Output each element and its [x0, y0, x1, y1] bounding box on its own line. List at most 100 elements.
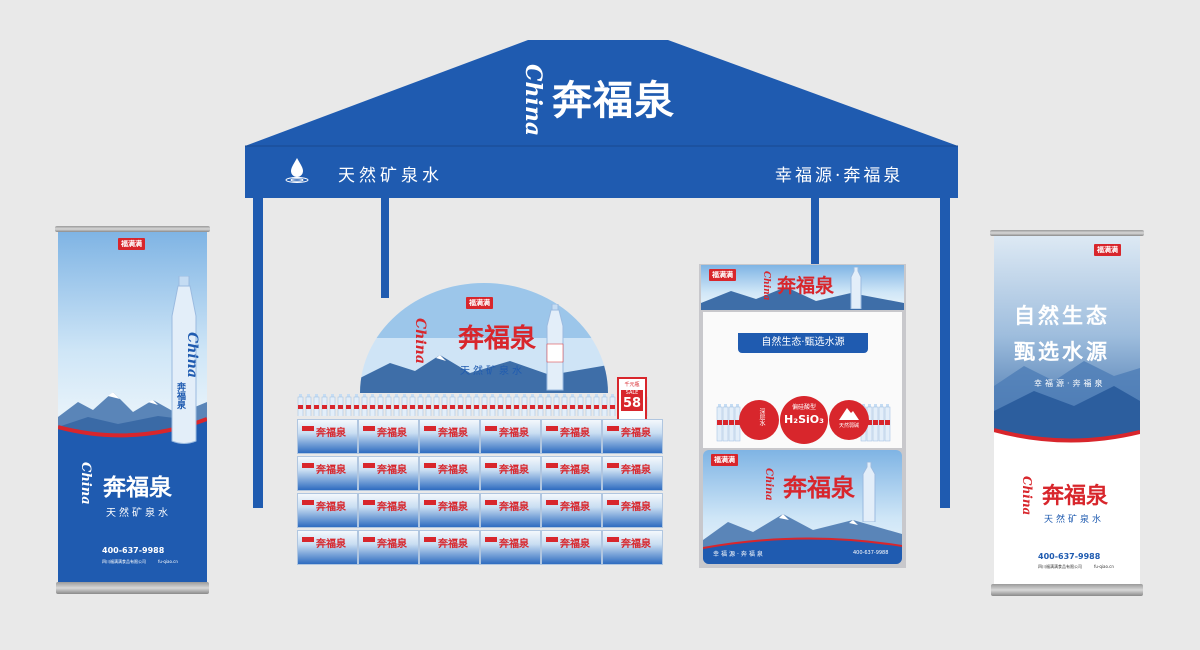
arch-latin: China — [412, 318, 428, 364]
case-brand: 奔福泉 — [499, 428, 529, 439]
case-brand: 奔福泉 — [560, 502, 590, 513]
sale-sign: 千元瓶 SALE 58 — [617, 377, 647, 423]
small-bottle — [537, 394, 544, 416]
small-bottle — [385, 394, 392, 416]
counter-front-panel: 福满满 China 奔福泉 幸福源·奔福泉 400-637-9988 — [703, 450, 902, 564]
water-case: 奔福泉 — [358, 419, 419, 454]
circle-2-formula: H₂SiO₃ — [784, 413, 824, 426]
small-bottle — [728, 404, 735, 442]
right-banner-website: fu-qiao.cn — [1094, 564, 1114, 569]
small-bottle — [361, 394, 368, 416]
small-bottle — [577, 394, 584, 416]
small-bottle — [393, 394, 400, 416]
left-banner-website: fu-qiao.cn — [158, 559, 178, 564]
small-bottle — [489, 394, 496, 416]
water-case: 奔福泉 — [480, 456, 541, 491]
counter-circle-2: 偏硅酸型 H₂SiO₃ — [780, 396, 828, 444]
small-bottle — [513, 394, 520, 416]
left-banner-latin: China — [78, 462, 93, 505]
right-banner-headline-1: 自然生态 — [1014, 304, 1110, 328]
small-bottle — [529, 394, 536, 416]
case-brand: 奔福泉 — [560, 465, 590, 476]
water-case: 奔福泉 — [419, 419, 480, 454]
small-bottle — [433, 394, 440, 416]
small-bottle — [297, 394, 304, 416]
case-brand: 奔福泉 — [621, 465, 651, 476]
right-banner-wave — [994, 428, 1140, 456]
small-bottle — [457, 394, 464, 416]
sale-label: SALE — [621, 390, 643, 396]
case-brand: 奔福泉 — [438, 502, 468, 513]
water-case: 奔福泉 — [602, 456, 663, 491]
water-case: 奔福泉 — [419, 456, 480, 491]
small-bottle — [872, 404, 879, 442]
water-case: 奔福泉 — [297, 419, 358, 454]
case-brand: 奔福泉 — [377, 502, 407, 513]
water-case: 奔福泉 — [419, 493, 480, 528]
water-drop-icon — [285, 158, 309, 183]
water-case: 奔福泉 — [480, 530, 541, 565]
arch-title: 奔福泉 — [458, 324, 537, 354]
small-bottle — [722, 404, 729, 442]
case-brand: 奔福泉 — [316, 539, 346, 550]
small-bottle — [353, 394, 360, 416]
right-banner-subtitle: 天然矿泉水 — [1044, 515, 1105, 525]
counter-front-latin: China — [763, 468, 774, 501]
circle-3-text: 天然弱碱 — [838, 423, 859, 429]
water-case: 奔福泉 — [297, 456, 358, 491]
arch-sign — [360, 283, 608, 393]
left-banner-top-bar — [55, 226, 210, 232]
left-bottle-brand: 奔福泉 — [175, 382, 185, 409]
small-bottle — [884, 404, 891, 442]
left-banner-badge: 福满满 — [118, 238, 145, 250]
case-brand: 奔福泉 — [621, 539, 651, 550]
left-banner-company: 四川福满满食品有限公司 — [102, 559, 146, 564]
right-banner-mountains — [994, 361, 1140, 446]
right-banner-headline-2: 甄选水源 — [1014, 340, 1110, 364]
counter-front-bottle — [862, 462, 876, 522]
small-bottle — [585, 394, 592, 416]
small-bottle — [553, 394, 560, 416]
tent-latin-logo: China — [520, 64, 546, 137]
circle-3-mountain-icon — [839, 408, 859, 420]
case-brand: 奔福泉 — [377, 539, 407, 550]
circle-1-text: 深层水 — [758, 408, 765, 426]
small-bottle — [377, 394, 384, 416]
water-case: 奔福泉 — [297, 493, 358, 528]
water-case: 奔福泉 — [480, 493, 541, 528]
water-case: 奔福泉 — [480, 419, 541, 454]
small-bottle — [878, 404, 885, 442]
counter-ribbon: 自然生态·甄选水源 — [738, 333, 868, 353]
case-brand: 奔福泉 — [621, 502, 651, 513]
small-bottle — [505, 394, 512, 416]
water-case: 奔福泉 — [541, 419, 602, 454]
left-banner-base — [56, 582, 209, 594]
case-brand: 奔福泉 — [560, 539, 590, 550]
small-bottle — [337, 394, 344, 416]
tent-slogan-right: 幸福源·奔福泉 — [775, 166, 904, 186]
left-banner-subtitle: 天然矿泉水 — [106, 508, 171, 519]
right-banner-title: 奔福泉 — [1042, 484, 1109, 509]
small-bottle — [521, 394, 528, 416]
small-bottle — [609, 394, 616, 416]
water-case: 奔福泉 — [602, 530, 663, 565]
water-case: 奔福泉 — [541, 493, 602, 528]
case-brand: 奔福泉 — [438, 539, 468, 550]
right-banner-slogan: 幸福源·奔福泉 — [1034, 379, 1106, 388]
small-bottle — [465, 394, 472, 416]
small-bottle — [425, 394, 432, 416]
small-bottle — [449, 394, 456, 416]
case-brand: 奔福泉 — [499, 465, 529, 476]
water-case: 奔福泉 — [297, 530, 358, 565]
right-rollup-banner: 福满满 自然生态 甄选水源 幸福源·奔福泉 China 奔福泉 天然矿泉水 40… — [994, 236, 1140, 584]
small-bottle — [321, 394, 328, 416]
counter-main-title: 奔福泉 — [783, 474, 855, 502]
arch-subtitle: 天然矿泉水 — [460, 366, 525, 377]
small-bottle — [601, 394, 608, 416]
counter-circle-1: 深层水 — [739, 400, 779, 440]
case-brand: 奔福泉 — [499, 539, 529, 550]
water-case: 奔福泉 — [358, 456, 419, 491]
counter-header-badge: 福满满 — [709, 269, 736, 281]
right-banner-badge: 福满满 — [1094, 244, 1121, 256]
left-banner-title: 奔福泉 — [103, 475, 172, 501]
